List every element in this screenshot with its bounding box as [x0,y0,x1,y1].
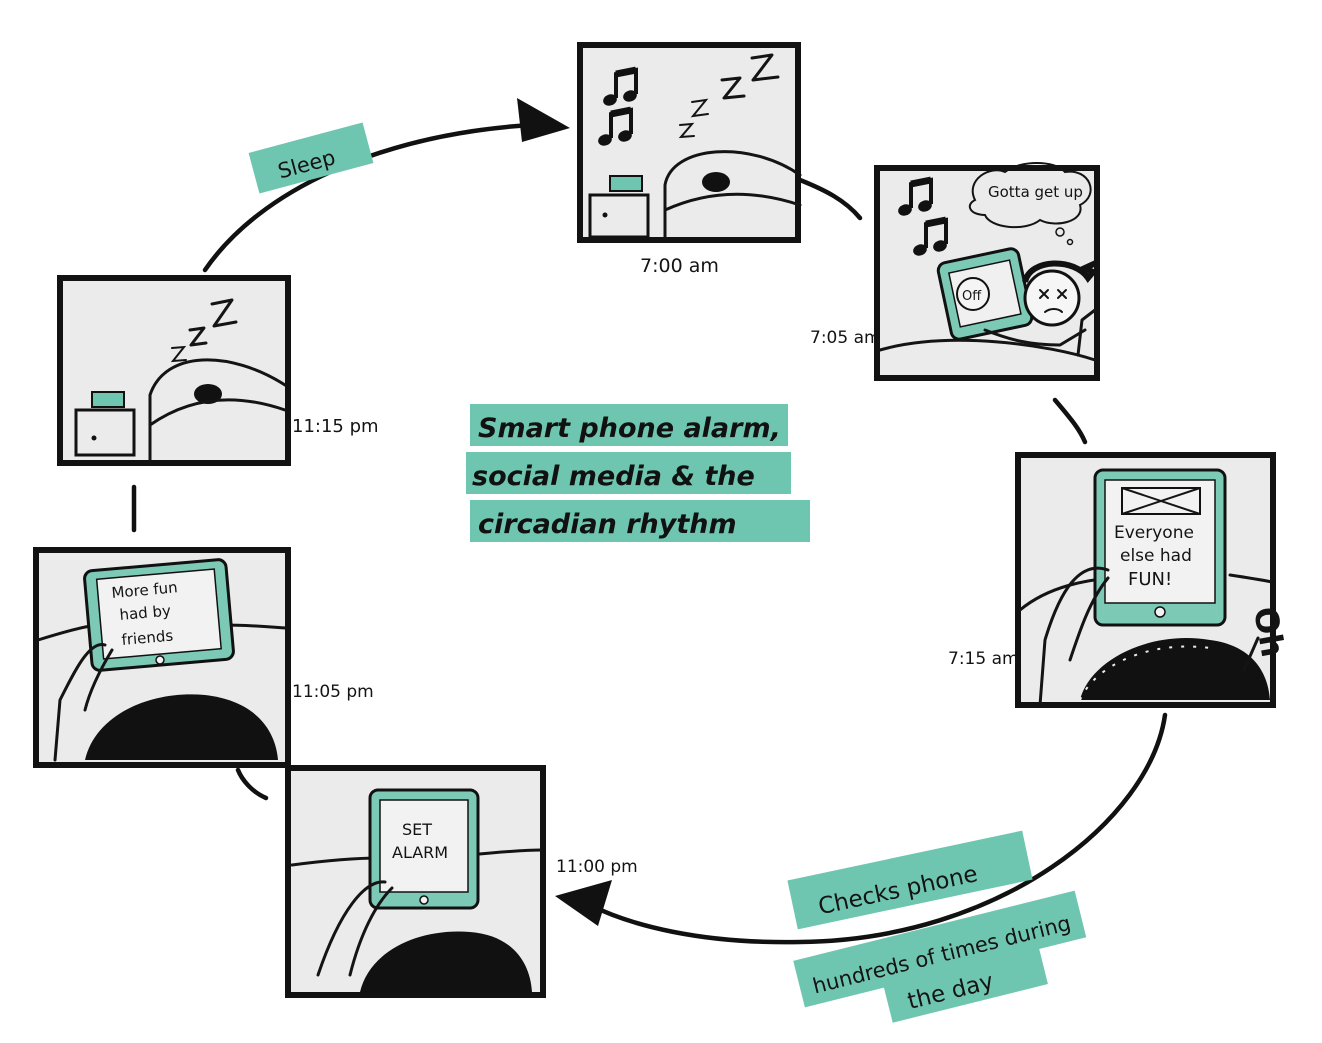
friends-screen-line: More fun [111,578,179,602]
thought-bubble [968,162,1092,246]
panel-1105pm-friends [33,547,291,768]
alarm-screen-line: ALARM [392,843,448,862]
phone-icon [83,558,235,672]
time-label: 7:00 am [640,255,719,277]
thought-text: Gotta get up [988,183,1083,201]
title-line: Smart phone alarm, [478,413,781,444]
panel-7am-sleeping [577,42,802,243]
connector-705-to-715 [1052,397,1088,445]
arrow-head-icon [555,880,612,926]
panel-1115pm-sleeping [57,275,291,466]
time-label: 11:05 pm [292,682,374,702]
alarm-screen-line: SET [402,820,432,839]
connector-day-arc [587,712,1168,945]
panel-715am-feed [1015,452,1276,708]
friends-screen-line: had by [119,602,172,624]
oh-exclamation-mark [1242,636,1260,672]
title-line: circadian rhythm [478,509,737,540]
title-line: social media & the [472,461,755,492]
time-label: 11:15 pm [292,416,379,437]
snooze-z-icon [678,53,780,139]
off-button-text: Off [962,289,982,304]
diagram-title: Smart phone alarm, social media & the ci… [466,404,810,542]
time-label: 7:15 am [948,649,1019,669]
person-face [1022,259,1100,327]
snooze-z-icon [170,298,238,363]
phone-icon [936,247,1034,341]
panel-705am-waking [874,162,1100,381]
feed-screen-line: else had [1120,546,1192,566]
friends-screen-line: friends [121,627,174,649]
connector-7am-to-705 [797,177,863,221]
phone-icon [1093,468,1227,627]
phone-icon [368,788,480,910]
arrow-head-icon [517,98,570,142]
feed-screen-line: FUN! [1128,569,1172,590]
time-label: 11:00 pm [556,857,638,877]
panel-1100pm-set-alarm [285,765,546,998]
connector-1100-to-1105 [235,767,269,801]
feed-screen-line: Everyone [1114,523,1194,543]
time-label: 7:05 am [810,328,881,348]
